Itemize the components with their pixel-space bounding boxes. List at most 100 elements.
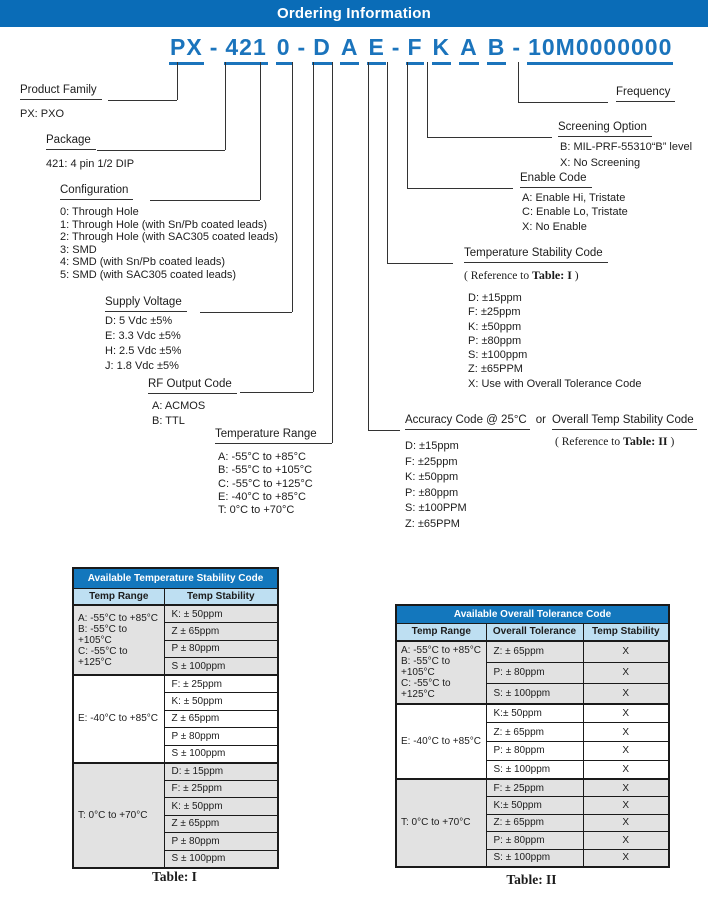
leader-line-supply-voltage <box>200 312 292 313</box>
leader-line-rf-output-code <box>240 392 313 393</box>
temperature-stability-code-option: S: ±100ppm <box>468 349 528 362</box>
tolerance-cell: S: ± 100ppm <box>485 848 584 868</box>
leader-line-frequency <box>518 62 519 102</box>
tolerance-cell: D: ± 15ppm <box>163 761 279 781</box>
leader-line-enable-code <box>407 62 408 188</box>
temperature-range-option: E: -40°C to +85°C <box>218 490 306 503</box>
tolerance-cell: K:± 50ppm <box>485 796 584 815</box>
label-temperature-stability-code: Temperature Stability Code <box>464 247 608 263</box>
temp-range-cell: E: -40°C to +85°C <box>395 703 487 780</box>
supply-voltage-option: H: 2.5 Vdc ±5% <box>105 345 182 357</box>
or-word: or <box>535 414 546 426</box>
temperature-range-option: B: -55°C to +105°C <box>218 464 313 477</box>
leader-line-package <box>225 62 226 150</box>
label-supply-voltage: Supply Voltage <box>105 296 187 312</box>
tolerance-cell: K: ± 50ppm <box>163 692 279 711</box>
availability-cell: X <box>582 831 670 850</box>
leader-line-configuration <box>260 62 261 200</box>
availability-cell: X <box>582 848 670 868</box>
product-family-options: PX: PXO <box>20 107 64 121</box>
tolerance-cell: S ± 100ppm <box>163 849 279 868</box>
configuration-option: 3: SMD <box>60 243 97 256</box>
temperature-stability-code-option: Z: ±65PPM <box>468 363 523 376</box>
tolerance-cell: P ± 80ppm <box>163 639 279 658</box>
availability-cell: X <box>582 741 670 761</box>
label-rf-output-code: RF Output Code <box>148 378 237 394</box>
temp-range-line: B: -55°C to +105°C <box>78 623 128 646</box>
tolerance-cell: K: ± 50ppm <box>163 604 279 623</box>
tolerance-cell: Z: ± 65ppm <box>485 640 584 663</box>
availability-cell: X <box>582 778 670 798</box>
configuration-option: 4: SMD (with Sn/Pb coated leads) <box>60 256 226 269</box>
part-number-segment: E <box>367 34 386 65</box>
temp-range-line: A: -55°C to +85°C <box>401 645 481 656</box>
leader-line-rf-output-code <box>313 62 314 392</box>
temperature-stability-code-option: F: ±25ppm <box>468 306 521 319</box>
table-row: F: ± 25ppm <box>73 779 279 798</box>
tolerance-cell: P: ± 80ppm <box>485 661 584 684</box>
tolerance-cell: Z ± 65ppm <box>163 622 279 641</box>
availability-cell: X <box>582 661 670 684</box>
leader-line-accuracy-code <box>368 62 369 430</box>
temperature-stability-code-option: K: ±50ppm <box>468 320 522 333</box>
leader-line-product-family <box>177 62 178 100</box>
temp-range-cell: T: 0°C to +70°C <box>395 778 487 868</box>
supply-voltage-option: J: 1.8 Vdc ±5% <box>105 360 179 372</box>
temp-range-line: E: -40°C to +85°C <box>401 736 481 747</box>
availability-cell: X <box>582 759 670 780</box>
column-header: Temp Range <box>72 587 165 606</box>
part-number-segment: K <box>431 34 452 65</box>
temp-range-line: B: -55°C to +105°C <box>401 656 451 678</box>
part-number-segment: 421 <box>224 34 268 65</box>
part-number-segment: D <box>312 34 332 65</box>
column-header: Temp Stability <box>582 622 670 642</box>
label-overall-temp-stability-code: Overall Temp Stability Code <box>551 414 697 430</box>
leader-line-temperature-stability-code <box>387 62 388 263</box>
temperature-range-option: T: 0°C to +70°C <box>218 504 295 517</box>
screening-option: B: MIL-PRF-55310“B” level <box>560 141 693 153</box>
leader-line-screening-option <box>427 62 428 137</box>
part-number-segment: 0 <box>275 34 292 65</box>
accuracy-code-option: Z: ±65PPM <box>405 517 460 530</box>
temperature-stability-code-option: D: ±15ppm <box>468 292 522 304</box>
supply-voltage-option: D: 5 Vdc ±5% <box>105 315 173 327</box>
table-title: Available Temperature Stability Code <box>72 567 279 589</box>
table-row: P ± 80ppm <box>73 639 279 658</box>
leader-line-product-family <box>108 100 177 101</box>
reference-text: ( Reference to <box>464 270 533 282</box>
leader-line-temperature-range <box>332 62 333 443</box>
configuration-option: 2: Through Hole (with SAC305 coated lead… <box>60 231 279 244</box>
tolerance-cell: F: ± 25ppm <box>163 674 279 693</box>
part-number-segment: A <box>339 34 360 65</box>
part-number-separator: - <box>512 34 522 60</box>
availability-cell: X <box>582 703 670 724</box>
accuracy-code-option: P: ±80ppm <box>405 486 459 499</box>
temp-range-line: C: -55°C to +125°C <box>78 645 128 668</box>
temperature-range-option: A: -55°C to +85°C <box>218 451 306 463</box>
table-row: P ± 80ppm <box>73 832 279 851</box>
label-enable-code: Enable Code <box>520 172 592 188</box>
table-title: Available Overall Tolerance Code <box>395 604 670 624</box>
label-configuration: Configuration <box>60 184 134 200</box>
rf-output-code-option: A: ACMOS <box>152 400 206 412</box>
tolerance-cell: S ± 100ppm <box>163 744 279 763</box>
supply-voltage-option: E: 3.3 Vdc ±5% <box>105 330 181 342</box>
part-number-segment: F <box>406 34 424 65</box>
leader-line-configuration <box>150 200 260 201</box>
